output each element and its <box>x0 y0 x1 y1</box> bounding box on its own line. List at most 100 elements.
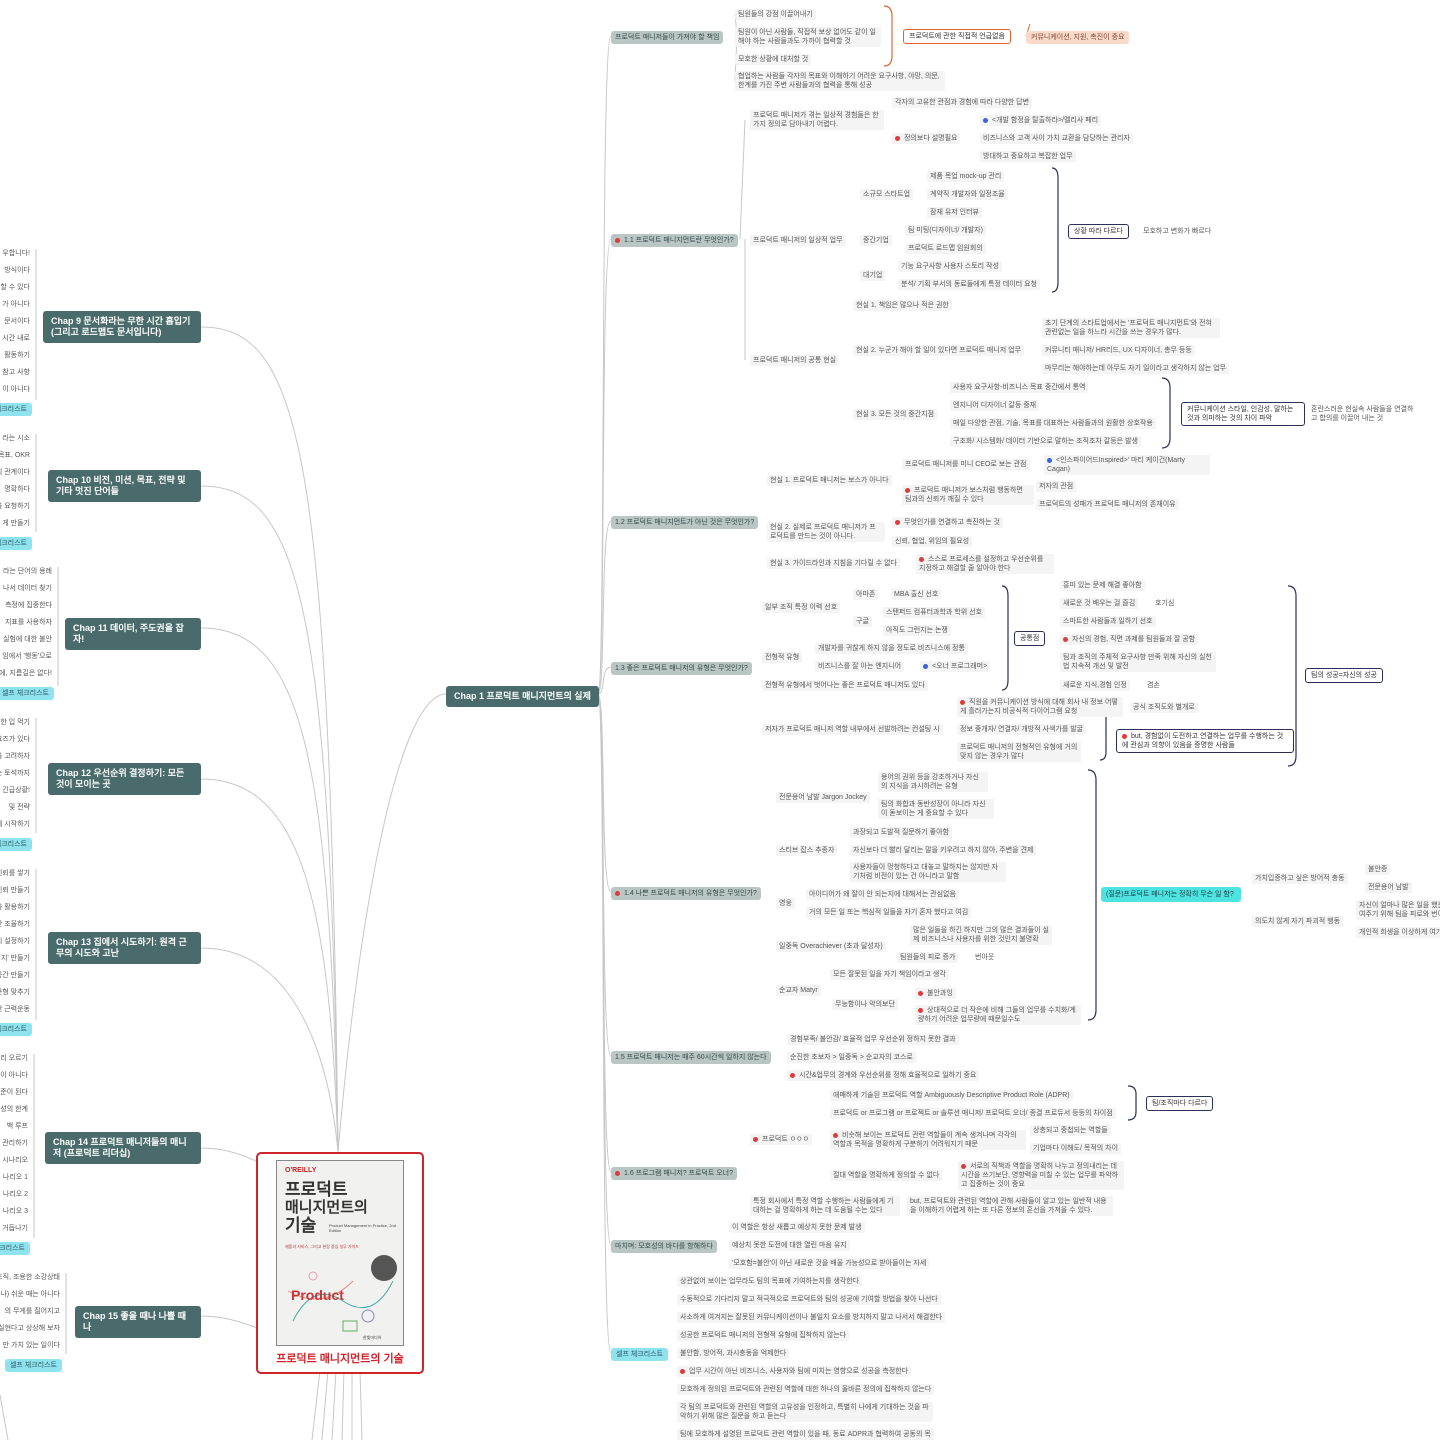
left-chapter-item[interactable]: 실현다고 상상해 보자 <box>0 1325 60 1332</box>
left-chapter-item[interactable]: 을 요청하기 <box>0 503 30 510</box>
left-chapter-item[interactable]: 거듭나기 <box>2 1225 28 1232</box>
left-chapter-item[interactable]: 요즈가 있다 <box>0 736 30 743</box>
s11-c2a[interactable]: 초기 단계의 스타트업에서는 '프로덕트 매니지먼트'와 전혀 관련없는 일을 … <box>1042 318 1220 338</box>
checklist-item[interactable]: 상관없어 보이는 업무라도 팀의 목표에 기여하는지를 생각한다 <box>677 1276 863 1287</box>
left-chapter-item[interactable]: 우합니다! <box>2 250 30 257</box>
left-chapter-item[interactable]: 측정에 집중한다 <box>4 602 52 609</box>
s13-c3[interactable]: 스마트한 사람들과 일하기 선호 <box>1060 616 1156 627</box>
s12-b1[interactable]: 무엇인가를 연결하고 촉진하는 것 <box>892 517 1003 528</box>
left-chapter-checklist[interactable]: 체크리스트 <box>0 1242 30 1255</box>
s14-b[interactable]: 스티브 잡스 추종자 <box>776 845 838 856</box>
s15-node[interactable]: 1.5 프로덕트 매니저는 매주 60시간씩 일하지 않는다 <box>611 1051 771 1064</box>
s14-d2[interactable]: 팀원들의 피로 증가 <box>897 952 959 963</box>
s11-b3b[interactable]: 분석/ 기획 부서의 동료들에게 특정 데이터 요청 <box>898 279 1040 290</box>
s11-c3d[interactable]: 구조화/ 시스템화/ 데이터 기반으로 말하는 조직조차 갈등은 발생 <box>950 436 1141 447</box>
s11-b3a[interactable]: 기능 요구사항 사용자 스토리 작성 <box>898 261 1002 272</box>
s14-e2[interactable]: 무능함이나 악의보단 <box>832 999 898 1010</box>
left-chapter-item[interactable]: 가 아니다 <box>2 301 30 308</box>
fin-c[interactable]: '모호함=불안'이 아닌 새로운 것을 배울 가능성으로 받아들이는 자세 <box>729 1258 930 1269</box>
s14-d1[interactable]: 많은 일들을 하긴 하지만 그의 많은 결과들이 실제 비즈니스나 사용자를 위… <box>910 925 1052 945</box>
s14-b2[interactable]: 자신보다 더 빨리 달리는 말을 키우려고 하지 않아, 주변을 견제 <box>850 845 1037 856</box>
left-chapter-item[interactable]: 할 수 있다 <box>0 284 30 291</box>
s16-b[interactable]: 특정 회사에서 특정 역할 수행하는 사람들에게 기대하는 걸 명확하게 하는 … <box>750 1196 900 1216</box>
left-chapter-item[interactable]: 나리오 3 <box>2 1208 28 1215</box>
s13-d[interactable]: 저자가 프로덕트 매니저 역할 내부에서 선발하려는 컨설팅 시 <box>762 724 943 735</box>
s11-c1[interactable]: 현실 1. 책임은 많으나 적은 권한 <box>853 300 952 311</box>
s11-b1[interactable]: 소규모 스타트업 <box>860 189 914 200</box>
s11-b1a[interactable]: 제품 목업 mock-up 관리 <box>927 171 1005 182</box>
left-chapter-item[interactable]: 지 설정하기 <box>0 938 30 945</box>
s15-b[interactable]: 순진한 초보자 > 일중독 > 순교자의 코스로 <box>787 1052 916 1063</box>
left-chapter-item[interactable]: 균형 맞추기 <box>0 989 30 996</box>
s11-c3-note[interactable]: 혼란스러운 현실속 사람들을 연결하고 합의를 이끌어 내는 것 <box>1311 406 1414 422</box>
fin-node[interactable]: 마치며: 모호성의 바다를 항해하다 <box>611 1240 717 1253</box>
s14-d2a[interactable]: 번아웃 <box>975 954 995 961</box>
s16-a3b[interactable]: 기업마다 이해도/ 목적의 차이 <box>1030 1143 1122 1154</box>
s11-b2a[interactable]: 팀 미팅(디자이너/ 개발자) <box>905 225 986 236</box>
left-chapter-item[interactable]: 신뢰 만들기 <box>0 887 30 894</box>
s11-b-note[interactable]: 모호하고 변화가 빠르다 <box>1143 228 1212 235</box>
s12-node[interactable]: 1.2 프로덕트 매니지먼트가 아닌 것은 무엇인가? <box>611 516 759 529</box>
left-chapter-item[interactable]: 신뢰를 쌓기 <box>0 870 30 877</box>
checklist-item[interactable]: 수동적으로 기다리지 말고 적극적으로 프로덕트와 팀의 성공에 기여할 방법을… <box>677 1294 941 1305</box>
s13-a2[interactable]: 구글 <box>853 616 872 627</box>
s12-a2b[interactable]: 프로덕트의 성패가 프로덕트 매니저의 존재이유 <box>1036 499 1179 510</box>
s14-c[interactable]: 영웅 <box>776 898 795 909</box>
s16-node[interactable]: 1.6 프로그램 매니저? 프로덕트 오너? <box>611 1167 738 1180</box>
s14-b3[interactable]: 사용자들이 멍청하다고 대놓고 말하지는 않지만 자기처럼 비전이 있는 건 아… <box>850 862 1006 882</box>
s13-d3[interactable]: 프로덕트 매니저의 전형적인 유형에 거의 맞지 않는 경우가 많다 <box>957 742 1081 762</box>
s13-b[interactable]: 전형적 유형 <box>762 652 803 663</box>
left-chapter-item[interactable]: 라는 단어의 용례 <box>3 568 52 575</box>
left-chapter-checklist[interactable]: 셀프 체크리스트 <box>4 1359 62 1372</box>
s16-b1[interactable]: but, 프로덕트와 관련된 역할에 관해 사람들이 알고 있는 일반적 내용을… <box>907 1196 1113 1216</box>
s13-c[interactable]: 전형적 유형에서 벗어나는 좋은 프로덕트 매니저도 있다 <box>762 680 928 691</box>
left-chapter-item[interactable]: 에 시작하기 <box>0 821 30 828</box>
left-chapter-item[interactable]: 을 활용하기 <box>0 904 30 911</box>
left-chapter-item[interactable]: 백 루프 <box>6 1123 28 1130</box>
s11-c2c[interactable]: 마무리는 해야하는데 아무도 자기 일이라고 생각하지 않는 업무 <box>1042 363 1230 374</box>
s13-c2[interactable]: 새로운 것 배우는 걸 즐김 <box>1060 598 1139 609</box>
s14-q1a[interactable]: 불안증 <box>1365 864 1391 875</box>
s13-c5[interactable]: 팀과 조직의 주체적 요구사항 만족 위해 자신의 실천법 지속적 개선 및 발… <box>1060 652 1216 672</box>
left-chapter-item[interactable]: 조직, 조용한 소강상태 <box>0 1274 60 1281</box>
left-chapter-item[interactable]: 목표, OKR <box>0 452 30 459</box>
s11-c3c[interactable]: 매일 다양한 관점, 기술, 목표를 대표하는 사람들과의 원활한 상호작용 <box>950 418 1156 429</box>
s13-a1a[interactable]: MBA 출신 선호 <box>891 589 942 600</box>
s14-node[interactable]: 1.4 나쁜 프로덕트 매니저의 유형은 무엇인가? <box>611 887 761 900</box>
s16-a4a[interactable]: 서로의 직책과 역할을 명확히 나누고 정의내리는 데 시간을 쓰기보단, 영향… <box>958 1161 1124 1190</box>
s13-a2b[interactable]: 아직도 그런지는 논쟁 <box>883 625 951 636</box>
s13-c6[interactable]: 새로운 지식,경험 인정 <box>1060 680 1130 691</box>
fin-a[interactable]: 이 역할은 항상 새롭고 예상치 못한 문제 발생 <box>729 1222 865 1233</box>
s11-c3b[interactable]: 엔지니어 디자이너 갈등 중재 <box>950 400 1040 411</box>
checklist-node[interactable]: 셀프 체크리스트 <box>611 1348 669 1361</box>
left-chapter-item[interactable]: 참고 사항 <box>2 369 30 376</box>
left-chapter-item[interactable]: 리 오르기 <box>0 1055 28 1062</box>
s12-a1a[interactable]: <인스파이어드Inspired>' 마티 케이건(Marty Cagan) <box>1044 455 1210 475</box>
left-chapter-item[interactable]: 의 무게를 짊어지고 <box>4 1308 60 1315</box>
left-chapter-checklist[interactable]: 체크리스트 <box>0 838 32 851</box>
checklist-item[interactable]: 사소하게 여겨지는 잘못된 커뮤니케이션이나 불일치 요소를 방치하지 말고 나… <box>677 1312 946 1323</box>
left-chapter-item[interactable]: 시나리오 <box>2 1157 28 1164</box>
left-chapter-item[interactable]: 문서이다 <box>4 318 30 325</box>
s13-a2a[interactable]: 스탠퍼드 컴퓨터과학과 학위 선호 <box>883 607 985 618</box>
checklist-item[interactable]: 각 팀의 프로덕트와 관련된 역할의 고유성을 인정하고, 특별히 나에게 기대… <box>677 1402 933 1422</box>
s14-c2[interactable]: 거의 모든 일 또는 핵심적 일들을 자기 혼자 했다고 여김 <box>806 907 972 918</box>
s11-c2b[interactable]: 커뮤니티 매니저/ HR리드, UX 디자이너, 총무 등등 <box>1042 345 1195 356</box>
left-chapter-node[interactable]: Chap 14 프로덕트 매니저들의 매니저 (프로덕트 리더십) <box>45 1132 201 1164</box>
s12-a2[interactable]: 프로덕트 매니저가 보스처럼 행동하면 팀과의 신뢰가 깨질 수 있다 <box>902 485 1034 505</box>
left-chapter-item[interactable]: 방식이다 <box>4 267 30 274</box>
s16-a1[interactable]: 애매하게 기술된 프로덕트 역할 Ambiguously Descriptive… <box>830 1090 1073 1101</box>
s14-e1[interactable]: 모든 잘못된 일을 자기 책임이라고 생각 <box>830 969 949 980</box>
left-chapter-node[interactable]: Chap 15 좋을 때나 나쁠 때나 <box>75 1306 201 1338</box>
s12-b[interactable]: 현실 2. 실제로 프로덕트 매니저가 프로덕트를 만드는 것이 아니다. <box>767 522 885 542</box>
s16-a3a[interactable]: 상충되고 중첩되는 역할들 <box>1030 1125 1111 1136</box>
checklist-item[interactable]: 모호하게 정의된 프로덕트와 관련된 역할에 대한 하나의 올바른 정의에 집착… <box>677 1384 935 1395</box>
s14-q2[interactable]: 의도치 않게 자기 파괴적 행동 <box>1252 916 1344 927</box>
left-chapter-item[interactable]: 만 가치 있는 일이다 <box>2 1342 60 1349</box>
s15-a[interactable]: 경험부족/ 불안감/ 효율적 업무 우선순위 정하지 못한 결과 <box>787 1034 959 1045</box>
s14-q2a[interactable]: 자신이 얼마나 많은 일을 했는지 보여주기 위해 팀을 피로와 번아웃 <box>1356 900 1440 920</box>
s13-c6a[interactable]: 겸손 <box>1147 682 1160 689</box>
s15-c[interactable]: 시간&업무의 경계와 우선순위를 정해 효율적으로 일하기 중요 <box>787 1070 980 1081</box>
s11-c3a[interactable]: 사용자 요구사항-비즈니스 목표 중간에서 통역 <box>950 382 1089 393</box>
checklist-item[interactable]: 성공한 프로덕트 매니저의 전형적 유형에 집착하지 않는다 <box>677 1330 850 1341</box>
